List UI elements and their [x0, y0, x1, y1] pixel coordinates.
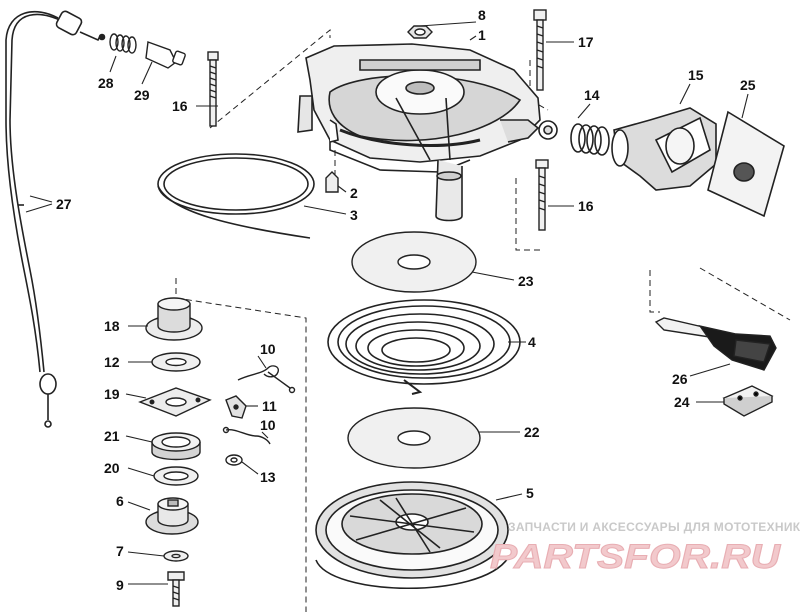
- callout-numbers: 1 2 3 4 5 6 7 8 9 10 10 11 12 13 14 15 1…: [56, 7, 756, 593]
- part-3-starter-rope: [157, 153, 315, 239]
- callout-12: 12: [104, 354, 120, 370]
- part-25-plate: [707, 110, 785, 218]
- part-28-spring: [109, 33, 137, 54]
- watermark-brand: PARTSFOR.RU: [490, 538, 782, 576]
- part-8-nut: [407, 25, 433, 39]
- callout-3: 3: [350, 207, 358, 223]
- part-12-washer: [151, 352, 201, 372]
- callout-17: 17: [578, 34, 594, 50]
- part-5-pulley: [315, 481, 509, 590]
- part-17-bolt: [533, 9, 547, 91]
- callout-25: 25: [740, 77, 756, 93]
- part-24-anchor: [722, 385, 774, 417]
- part-16-bolt-right: [535, 159, 549, 231]
- callout-8: 8: [478, 7, 486, 23]
- callout-15: 15: [688, 67, 704, 83]
- part-21-bushing: [151, 432, 201, 461]
- callout-14: 14: [584, 87, 600, 103]
- callout-9: 9: [116, 577, 124, 593]
- callout-24: 24: [674, 394, 690, 410]
- callout-28: 28: [98, 75, 114, 91]
- part-16-bolt-left: [207, 51, 219, 127]
- watermark: ЗАПЧАСТИ И АКСЕССУАРЫ ДЛЯ МОТОТЕХНИКИ PA…: [490, 520, 800, 577]
- callout-2: 2: [350, 185, 358, 201]
- part-15-rope-guide: [611, 107, 717, 191]
- part-10-spring-upper: [237, 365, 296, 394]
- watermark-tagline: ЗАПЧАСТИ И АКСЕССУАРЫ ДЛЯ МОТОТЕХНИКИ: [508, 520, 800, 534]
- callout-26: 26: [672, 371, 688, 387]
- leader-lines: [25, 21, 749, 585]
- part-7-washer: [163, 550, 189, 562]
- part-6-hub: [145, 497, 199, 535]
- callout-6: 6: [116, 493, 124, 509]
- callout-18: 18: [104, 318, 120, 334]
- part-9-screw: [167, 571, 185, 607]
- part-26-handle: [654, 317, 777, 371]
- part-1-starter-housing: [297, 43, 558, 222]
- callout-22: 22: [524, 424, 540, 440]
- part-19-plate: [138, 387, 212, 417]
- part-13-clip: [225, 454, 243, 466]
- part-14-spring: [570, 123, 610, 156]
- callout-13: 13: [260, 469, 276, 485]
- callout-19: 19: [104, 386, 120, 402]
- callout-4: 4: [528, 334, 536, 350]
- callout-10-upper: 10: [260, 341, 276, 357]
- callout-10-lower: 10: [260, 417, 276, 433]
- part-4-recoil-spring: [327, 299, 521, 395]
- part-23-washer: [351, 231, 477, 293]
- part-22-washer: [347, 407, 481, 469]
- callout-5: 5: [526, 485, 534, 501]
- callout-21: 21: [104, 428, 120, 444]
- part-18-cup: [145, 297, 203, 341]
- callout-1: 1: [478, 27, 486, 43]
- part-20-ring: [153, 466, 199, 486]
- callout-20: 20: [104, 460, 120, 476]
- part-10-spring-lower: [222, 426, 271, 445]
- callout-16-left: 16: [172, 98, 188, 114]
- callout-11: 11: [262, 398, 277, 414]
- part-11-pawl: [225, 395, 247, 419]
- part-27-cable: [5, 10, 106, 428]
- callout-7: 7: [116, 543, 124, 559]
- callout-29: 29: [134, 87, 150, 103]
- callout-16-right: 16: [578, 198, 594, 214]
- part-29-fitting: [145, 41, 186, 69]
- callout-27: 27: [56, 196, 72, 212]
- callout-23: 23: [518, 273, 534, 289]
- part-2-pin: [325, 171, 339, 193]
